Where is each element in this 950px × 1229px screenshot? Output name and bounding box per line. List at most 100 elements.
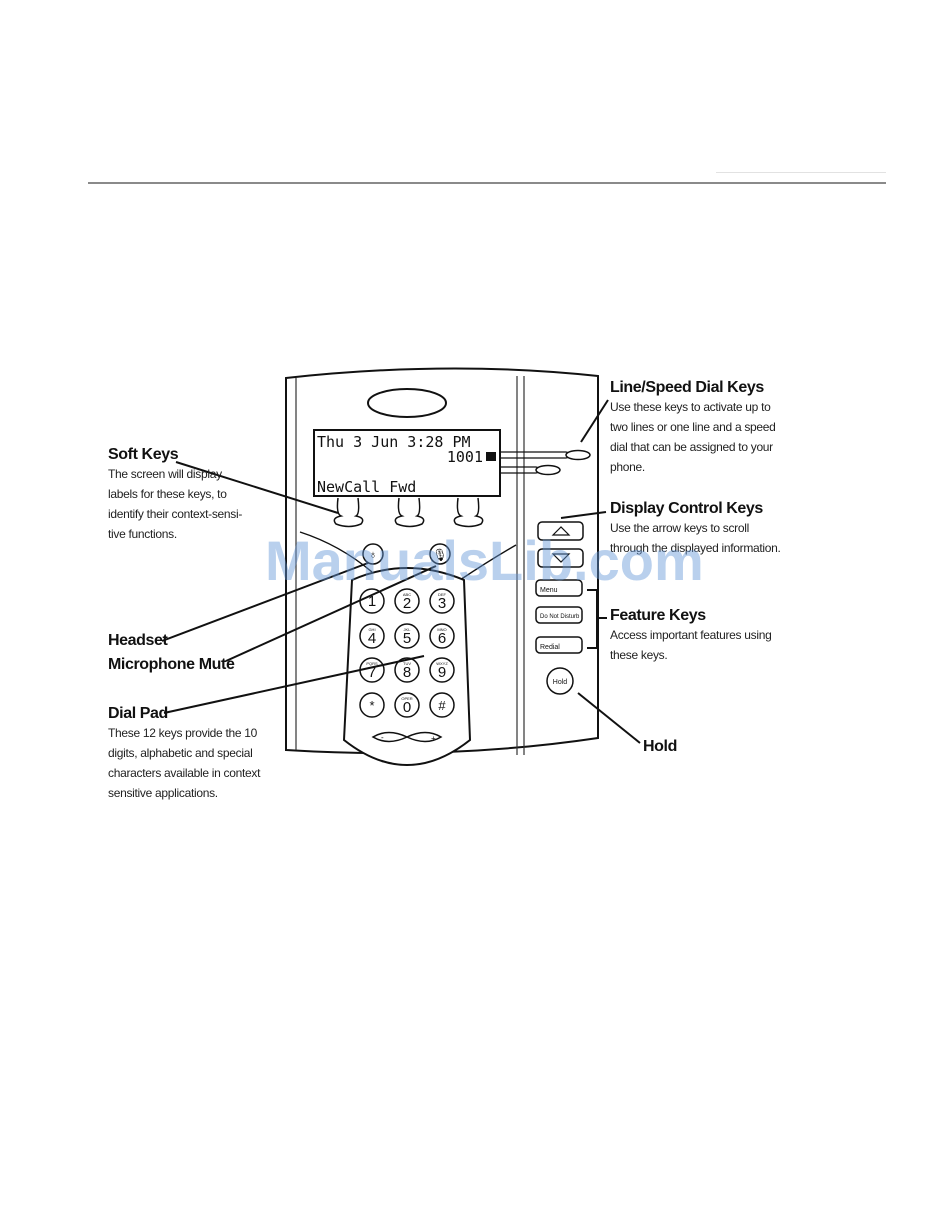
callout-line: labels for these keys, to [108,487,227,501]
callout-line-speed-dial: Line/Speed Dial Keys Use these keys to a… [610,379,776,477]
leader-line-speed [580,399,609,443]
callout-line: Use the arrow keys to scroll [610,521,749,535]
dialpad-key-digit: * [369,698,374,713]
menu-key-label: Menu [540,587,558,594]
dialpad-key[interactable] [359,623,385,649]
dialpad-key-letters: MNO [437,627,446,632]
callout-hold: Hold [643,738,677,756]
hold-key[interactable] [546,667,574,695]
callout-line: tive functions. [108,527,177,541]
dialpad-key[interactable] [429,692,455,718]
dialpad-key-letters: TUV [403,661,411,666]
leader-dial-pad [163,655,425,714]
leader-soft-keys [175,461,339,514]
dialpad-key-digit: 7 [368,664,376,681]
dialpad-key[interactable] [429,657,455,683]
callout-headset-title: Headset [108,632,168,649]
dialpad-key-letters: JKL [404,627,412,632]
soft-key-2[interactable] [394,497,425,528]
dialpad-key-letters: GHI [368,627,375,632]
volume-plus-icon: + [431,734,436,743]
callout-line: identify their context-sensi- [108,507,243,521]
dialpad-key[interactable] [394,692,420,718]
callout-line: digits, alphabetic and special [108,746,253,760]
callout-soft-keys-title: Soft Keys [108,446,179,463]
dialpad-key-digit: 1 [368,593,376,610]
dialpad-key-letters: ABC [403,592,411,597]
lcd-line-extension: 1001 [447,448,483,466]
lcd-screen [313,429,501,497]
dialpad-key-digit: 8 [403,664,411,681]
leader-mic-mute [225,565,437,662]
body-arc-left [299,531,373,573]
headset-icon: ♁ [369,549,377,561]
callout-line: These 12 keys provide the 10 [108,726,258,740]
lcd-softkey-labels: NewCall Fwd [317,478,416,496]
callout-soft-keys-desc: The screen will display labels for these… [108,464,242,544]
dialpad-key-digit: 6 [438,630,446,647]
callout-display-control-desc: Use the arrow keys to scroll through the… [610,518,781,558]
line-key-2[interactable] [535,464,561,476]
dialpad-key-letters: DEF [438,592,447,597]
dialpad-key[interactable] [359,692,385,718]
dialpad-key-digit: # [438,698,446,713]
volume-key[interactable] [371,731,443,743]
leader-display-control [560,511,607,519]
soft-key-3[interactable] [453,497,484,528]
callout-line: through the displayed information. [610,541,781,555]
dialpad-key[interactable] [394,623,420,649]
dialpad-key[interactable] [429,623,455,649]
callout-soft-keys: Soft Keys The screen will display labels… [108,446,242,544]
callout-line: these keys. [610,648,668,662]
callout-line: two lines or one line and a speed [610,420,776,434]
callout-display-control: Display Control Keys Use the arrow keys … [610,500,781,558]
scroll-up-key[interactable] [537,521,584,541]
dialpad-key-digit: 4 [368,630,376,647]
scroll-down-key[interactable] [537,548,584,568]
dialpad-key-letters: PQRS [366,661,378,666]
dialpad-key-digit: 3 [438,595,446,612]
dialpad-key-letters: WXYZ [436,661,448,666]
callout-hold-title: Hold [643,738,677,755]
dialpad-key[interactable] [394,588,420,614]
callout-line-speed-dial-title: Line/Speed Dial Keys [610,379,764,396]
hold-key-label: Hold [553,679,568,686]
dialpad-key-digit: 2 [403,595,411,612]
dnd-key-label: Do Not Disturb [540,614,580,620]
lcd-line-date: Thu 3 Jun 3:28 PM [317,433,471,451]
line-key-1[interactable] [565,449,591,461]
header-rule [88,182,886,184]
message-indicator [367,388,447,418]
dialpad-key-letters: OPER [401,696,412,701]
callout-dial-pad: Dial Pad These 12 keys provide the 10 di… [108,705,260,803]
leader-headset [161,562,369,642]
redial-key-label: Redial [540,644,560,651]
arrow-down-icon [551,553,571,563]
callout-line: The screen will display [108,467,222,481]
mute-key[interactable] [429,543,451,565]
callout-line: dial that can be assigned to your [610,440,773,454]
feature-keys-bracket [587,589,607,649]
callout-dial-pad-desc: These 12 keys provide the 10 digits, alp… [108,723,260,803]
callout-mic-mute: Microphone Mute [108,656,235,674]
callout-line: phone. [610,460,645,474]
callout-line-speed-dial-desc: Use these keys to activate up to two lin… [610,397,776,477]
callout-dial-pad-title: Dial Pad [108,705,168,722]
lcd-phone-icon [486,452,496,461]
dialpad-key-digit: 5 [403,630,411,647]
callout-feature-keys-desc: Access important features using these ke… [610,625,772,665]
callout-mic-mute-title: Microphone Mute [108,656,235,673]
volume-minus-icon: - [381,733,384,742]
headset-key[interactable] [362,543,384,565]
redial-key[interactable] [535,636,583,654]
dialpad-key[interactable] [394,657,420,683]
callout-line: Use these keys to activate up to [610,400,771,414]
body-arc-right [459,544,517,581]
dialpad-key[interactable] [429,588,455,614]
soft-key-1[interactable] [333,497,364,528]
menu-key[interactable] [535,579,583,597]
dnd-key[interactable] [535,606,583,624]
callout-line: Access important features using [610,628,772,642]
